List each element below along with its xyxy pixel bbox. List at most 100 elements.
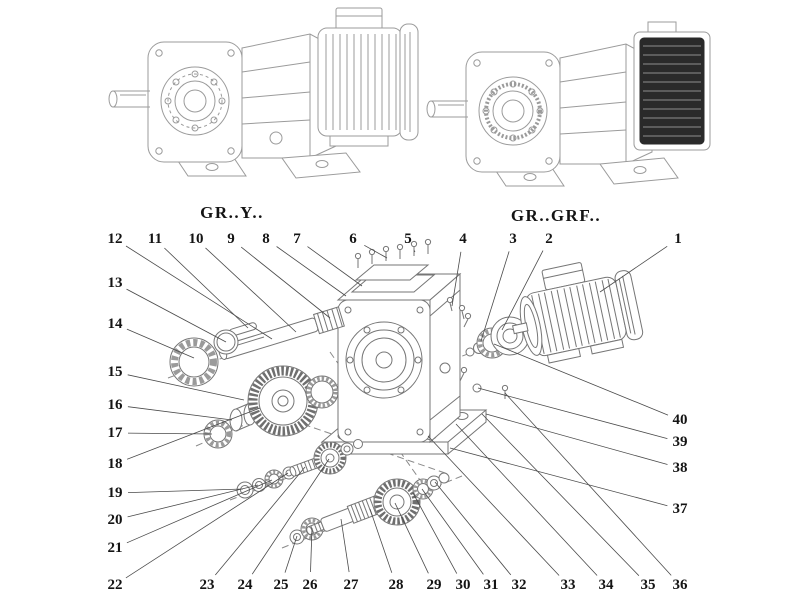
callout-number-31: 31 <box>484 577 499 593</box>
leader-line-20 <box>127 484 259 518</box>
output-gear <box>373 478 421 526</box>
callout-number-38: 38 <box>673 460 688 476</box>
mounting-feet <box>175 152 361 179</box>
callout-number-24: 24 <box>238 577 254 593</box>
leader-line-6 <box>364 244 388 259</box>
leader-line-32 <box>434 481 512 576</box>
leader-line-23 <box>214 466 306 576</box>
callout-number-14: 14 <box>108 316 124 332</box>
motor-unit <box>317 7 419 147</box>
callout-number-23: 23 <box>200 577 215 593</box>
leader-line-8 <box>276 246 347 297</box>
leader-line-29 <box>394 502 429 574</box>
callout-number-37: 37 <box>673 501 689 517</box>
leader-line-33 <box>427 435 560 576</box>
exploded-motor <box>512 262 644 364</box>
leader-line-11 <box>164 247 249 329</box>
model-label-gr-grf: GR..GRF.. <box>511 206 601 225</box>
output-washer-right <box>426 472 450 491</box>
callout-number-36: 36 <box>673 577 689 593</box>
inspection-cover <box>350 264 436 293</box>
leader-line-26 <box>310 527 313 573</box>
leader-line-16 <box>127 406 233 421</box>
leader-line-3 <box>480 251 510 342</box>
assembled-view-gr-y <box>108 7 419 179</box>
callout-number-21: 21 <box>108 540 123 556</box>
leader-line-13 <box>126 288 227 343</box>
callout-number-4: 4 <box>459 231 467 247</box>
callout-number-10: 10 <box>189 231 204 247</box>
callout-number-26: 26 <box>303 577 319 593</box>
callout-number-32: 32 <box>512 577 527 593</box>
callout-number-7: 7 <box>293 231 301 247</box>
leader-line-35 <box>481 413 640 576</box>
leader-line-38 <box>485 413 668 465</box>
callout-number-22: 22 <box>108 577 123 593</box>
callout-number-2: 2 <box>545 231 553 247</box>
large-helical-gear <box>247 365 319 437</box>
callout-number-12: 12 <box>108 231 123 247</box>
leader-line-27 <box>340 518 350 573</box>
brake-flange-block <box>633 21 711 151</box>
callout-number-30: 30 <box>456 577 471 593</box>
leader-line-36 <box>504 392 672 576</box>
leader-line-21 <box>126 479 273 544</box>
leader-line-31 <box>421 488 484 575</box>
callout-number-18: 18 <box>108 456 123 472</box>
callout-number-35: 35 <box>641 577 656 593</box>
leader-line-28 <box>369 508 393 573</box>
mounting-feet <box>493 157 679 187</box>
model-label-gr-y: GR..Y.. <box>200 203 264 222</box>
output-shaft <box>426 100 468 118</box>
leader-line-5 <box>413 250 416 253</box>
callout-number-25: 25 <box>274 577 289 593</box>
leader-line-19 <box>127 488 244 493</box>
callout-number-28: 28 <box>389 577 404 593</box>
callout-number-20: 20 <box>108 512 123 528</box>
callout-number-19: 19 <box>108 485 123 501</box>
callout-number-6: 6 <box>349 231 357 247</box>
callout-number-1: 1 <box>674 231 682 247</box>
leader-line-12 <box>125 245 273 340</box>
assembled-view-gr-grf <box>426 21 711 187</box>
leader-line-30 <box>412 492 458 574</box>
gear-housing <box>320 272 488 455</box>
leader-line-10 <box>205 247 297 333</box>
leader-line-2 <box>501 250 544 331</box>
callout-number-17: 17 <box>108 425 124 441</box>
leader-line-4 <box>451 251 462 307</box>
motor-shaft <box>512 322 529 335</box>
callout-number-33: 33 <box>561 577 576 593</box>
callout-number-5: 5 <box>404 231 412 247</box>
input-shaft-assembly <box>218 306 345 360</box>
gear-washer <box>340 442 354 456</box>
leader-line-7 <box>307 246 363 287</box>
leader-line-25 <box>284 535 298 573</box>
callout-number-39: 39 <box>673 434 688 450</box>
exploded-view <box>167 238 644 549</box>
gear-ring <box>305 375 339 409</box>
front-housing-plate <box>465 51 561 173</box>
leader-line-34 <box>455 423 598 576</box>
output-shaft <box>108 90 150 108</box>
intermediate-gear <box>313 441 347 475</box>
locknut <box>353 439 363 449</box>
front-housing-plate <box>147 41 243 163</box>
callout-number-40: 40 <box>673 412 688 428</box>
leader-line-37 <box>449 447 668 507</box>
leader-line-18 <box>126 407 261 460</box>
callout-number-34: 34 <box>599 577 615 593</box>
callout-number-3: 3 <box>509 231 517 247</box>
leader-line-24 <box>251 458 330 575</box>
callout-number-27: 27 <box>344 577 360 593</box>
leader-line-39 <box>477 387 668 439</box>
callout-number-15: 15 <box>108 364 123 380</box>
fan-cowl <box>399 23 419 141</box>
leader-line-40 <box>493 343 669 416</box>
leader-line-1 <box>599 245 668 293</box>
callout-number-13: 13 <box>108 275 123 291</box>
callout-number-16: 16 <box>108 397 124 413</box>
leader-line-9 <box>240 246 331 319</box>
